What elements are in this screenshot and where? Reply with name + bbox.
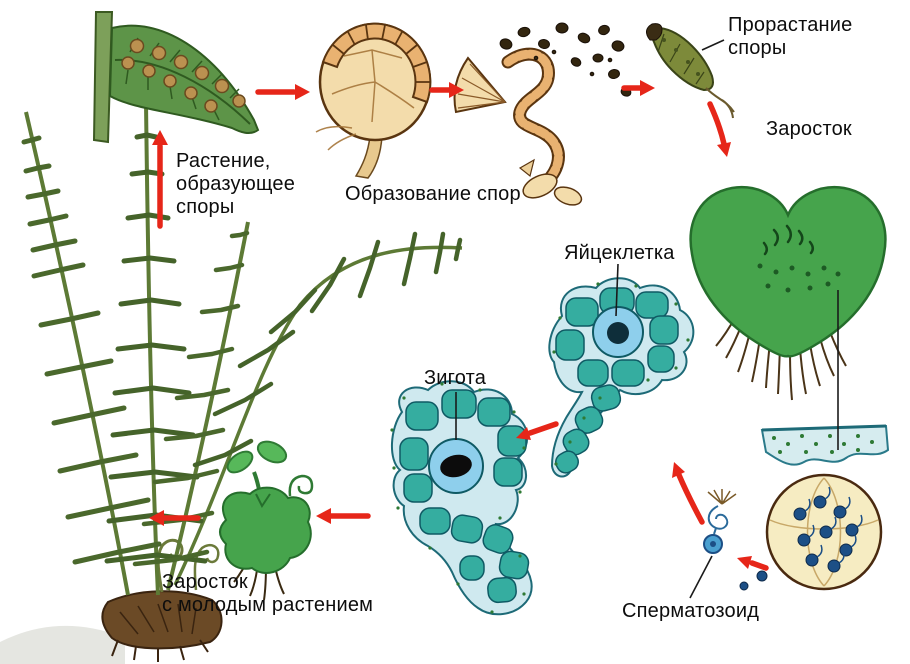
arrow-spores-to-germination: [621, 80, 655, 96]
connector-lines: [455, 39, 839, 599]
arrow-sperm-to-egg: [672, 462, 705, 525]
prothallus-dots: [757, 263, 841, 293]
connector-spore-germination: [701, 39, 725, 51]
zygote-tissue-speckles: [390, 382, 526, 614]
sporangium-illustration: [315, 22, 432, 179]
egg-cell-illustration: [548, 277, 695, 478]
zygote-tissue-cells: [399, 389, 530, 604]
arrow-sporangium-to-open: [429, 82, 464, 98]
arrow-leaf-to-sporangium: [255, 84, 310, 100]
label-sperm: Сперматозоид: [622, 600, 760, 622]
sori-dots: [121, 38, 246, 113]
sporophyll-with-sori-illustration: [92, 11, 260, 144]
label-spore-plant: Растение, образующее споры: [176, 150, 296, 218]
fragment-speckles: [772, 434, 874, 454]
ground-shading: [0, 625, 125, 664]
sporangium-open-spores-illustration: [453, 22, 632, 206]
label-zygote: Зигота: [424, 367, 487, 389]
adult-fern-illustration: [21, 101, 463, 662]
arrow-antheridium-to-sperm: [737, 556, 769, 571]
arrow-zygote-to-young-plant: [316, 508, 371, 524]
antheridium-sperm-illustration: [739, 424, 890, 591]
prothallus-illustration: [689, 185, 887, 401]
arrow-germination-to-prothallus: [707, 101, 731, 157]
label-spore-germination: Прорастание споры: [728, 14, 853, 59]
arrow-label-to-sporophyll: [152, 130, 168, 229]
label-spore-formation: Образование спор: [345, 183, 521, 205]
sperm-cell-illustration: [703, 489, 737, 554]
arrow-egg-to-zygote: [516, 421, 559, 440]
arrow-young-plant-to-fern: [149, 510, 201, 526]
zygote-illustration: [390, 380, 533, 616]
spores: [499, 22, 632, 97]
cycle-arrows: [149, 80, 769, 571]
egg-tissue-speckles: [552, 282, 690, 466]
connector-egg-cell: [615, 263, 619, 317]
label-prothallus-with-young-plant: Заросток с молодым растением: [162, 571, 374, 616]
label-prothallus: Заросток: [766, 118, 852, 140]
young-plant-illustration: [219, 440, 314, 601]
connector-sperm: [689, 555, 713, 599]
egg-tissue-cells: [555, 287, 679, 474]
sperm-cells-inside: [793, 486, 863, 573]
label-egg-cell: Яйцеклетка: [564, 242, 675, 264]
germinating-spore-illustration: [646, 23, 735, 119]
